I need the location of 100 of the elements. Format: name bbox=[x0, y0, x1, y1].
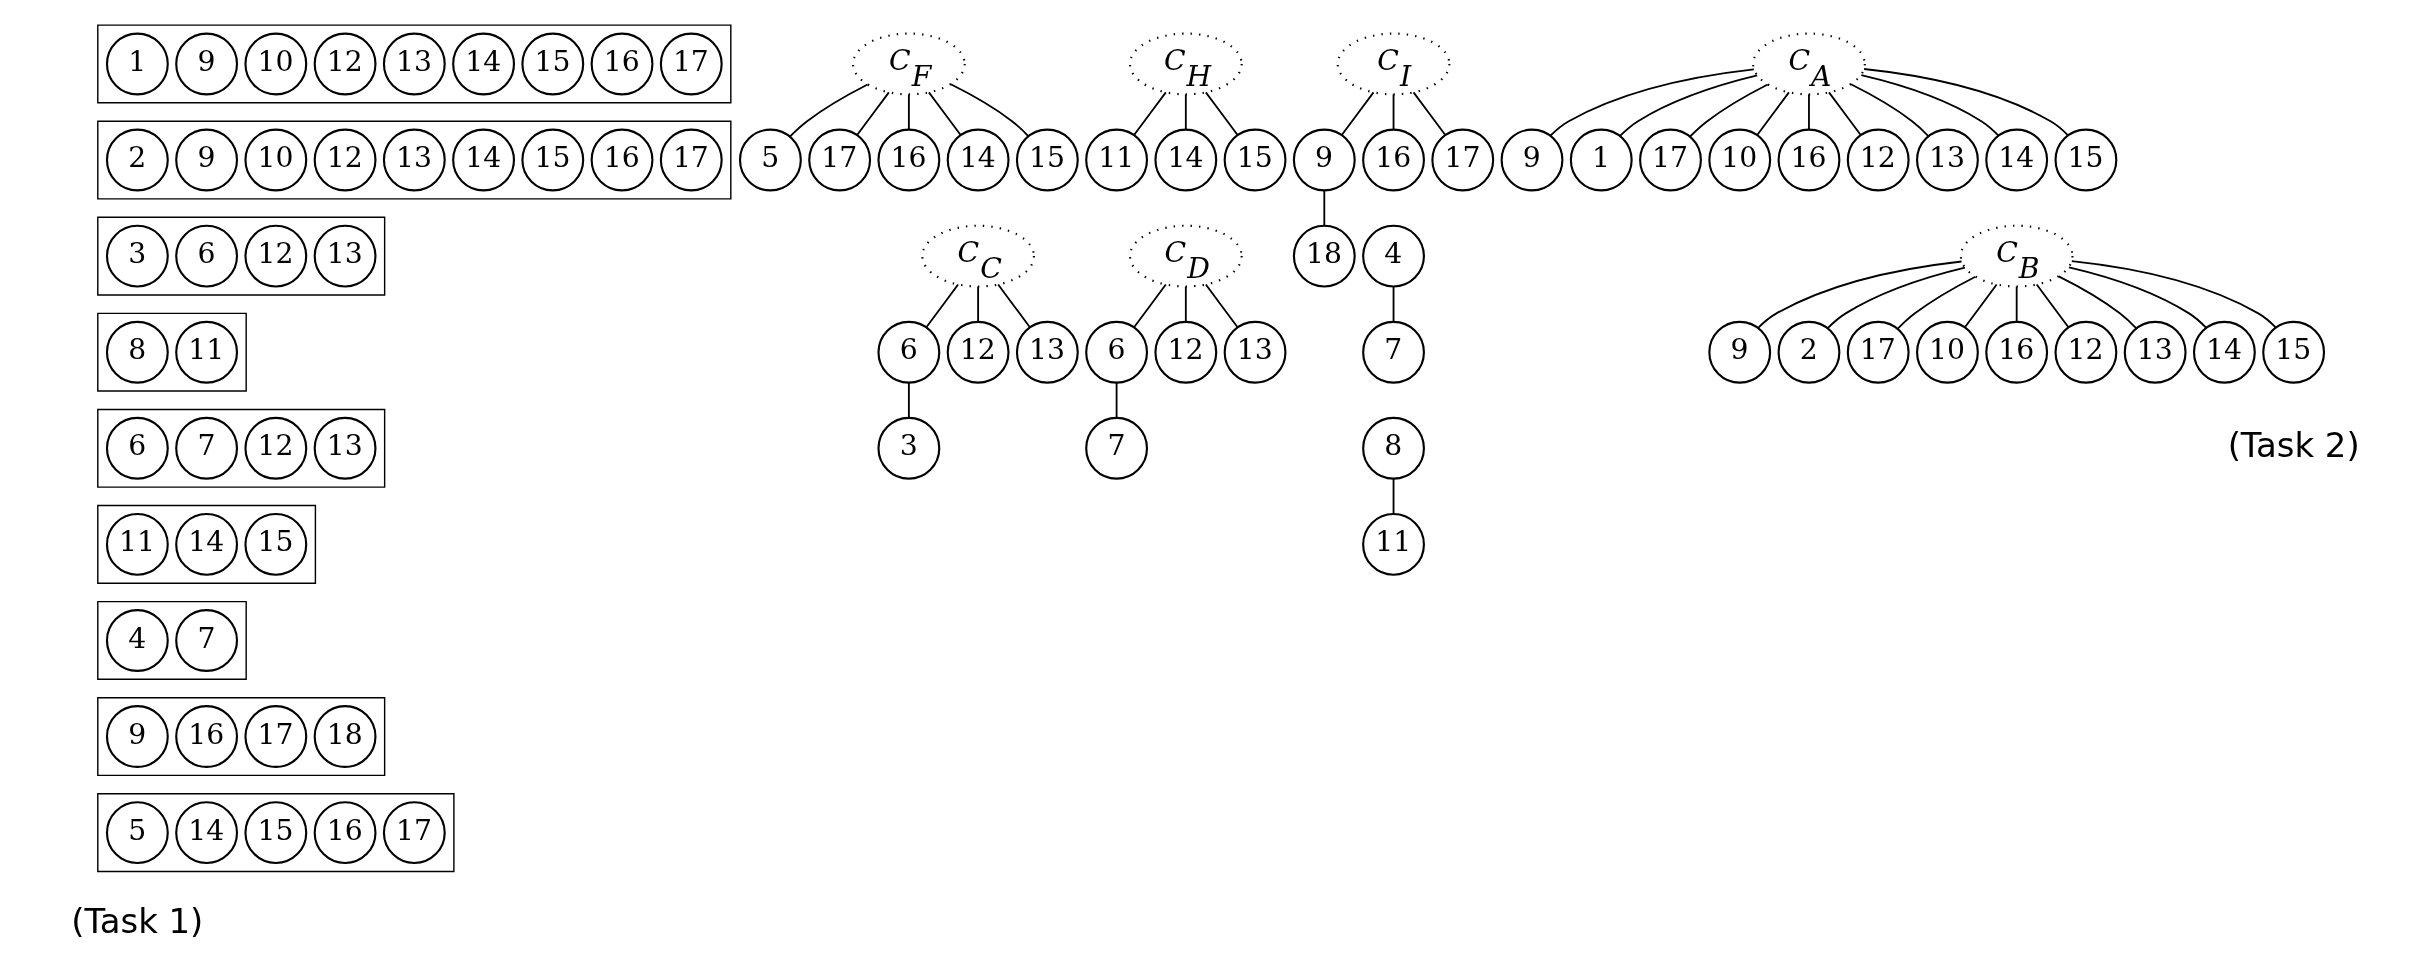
node-circle: 2 bbox=[105, 128, 169, 192]
node-circle: 15 bbox=[244, 512, 308, 576]
cluster bbox=[97, 793, 455, 873]
node-circle: 13 bbox=[313, 416, 377, 480]
node-circle: 17 bbox=[244, 705, 308, 768]
node-circle: 13 bbox=[382, 128, 446, 192]
node-circle: 7 bbox=[175, 416, 239, 480]
node-circle: 11 bbox=[1362, 512, 1425, 576]
node-circle: 10 bbox=[1916, 320, 1979, 384]
connector bbox=[1827, 266, 1966, 329]
connector bbox=[907, 381, 910, 419]
connector bbox=[1323, 189, 1326, 227]
connector bbox=[925, 283, 959, 328]
cluster bbox=[97, 24, 732, 104]
node-circle: 17 bbox=[659, 128, 723, 192]
node-circle: 13 bbox=[313, 224, 377, 288]
node-circle: 17 bbox=[1846, 320, 1910, 384]
node-circle: 16 bbox=[313, 801, 377, 865]
node-circle: 15 bbox=[244, 801, 308, 865]
node-circle: 7 bbox=[1362, 320, 1425, 384]
node-circle: 3 bbox=[877, 416, 941, 480]
connector bbox=[1863, 68, 2069, 137]
node-circle: 14 bbox=[946, 128, 1010, 192]
node-circle: 18 bbox=[313, 705, 377, 768]
node-circle: 4 bbox=[105, 609, 169, 672]
connector bbox=[1828, 91, 1862, 136]
connector bbox=[1204, 283, 1239, 328]
node-circle: 10 bbox=[244, 32, 308, 96]
node-circle: 11 bbox=[1085, 128, 1149, 192]
node-circle: 6 bbox=[1085, 320, 1149, 384]
node-circle: 17 bbox=[1431, 128, 1495, 192]
node-circle: 14 bbox=[1154, 128, 1218, 192]
cluster bbox=[97, 408, 386, 488]
connector bbox=[1133, 91, 1167, 136]
node-circle: 14 bbox=[175, 801, 239, 865]
connector bbox=[2035, 283, 2069, 328]
node-circle: 16 bbox=[1985, 320, 2049, 384]
node-circle: 12 bbox=[244, 224, 308, 288]
node-circle: 9 bbox=[1708, 320, 1772, 384]
connector bbox=[1133, 283, 1167, 328]
node-circle: 12 bbox=[1154, 320, 1218, 384]
node-circle: 12 bbox=[313, 32, 377, 96]
connector bbox=[1756, 91, 1790, 136]
node-circle: 9 bbox=[175, 32, 239, 96]
connector bbox=[928, 91, 962, 136]
cluster bbox=[97, 216, 386, 296]
node-circle: 16 bbox=[590, 128, 654, 192]
connector bbox=[2070, 260, 2277, 329]
node-circle: 12 bbox=[2054, 320, 2118, 384]
connector bbox=[1341, 91, 1375, 136]
node-circle: 9 bbox=[105, 705, 169, 768]
node-circle: 15 bbox=[1015, 128, 1079, 192]
node-circle: 12 bbox=[244, 416, 308, 480]
node-circle: 16 bbox=[1777, 128, 1841, 192]
connector bbox=[1689, 83, 1769, 138]
node-circle: 15 bbox=[2054, 128, 2118, 192]
node-circle: 14 bbox=[452, 128, 515, 192]
node-circle: 17 bbox=[382, 801, 446, 865]
node-circle: 3 bbox=[105, 224, 169, 288]
connector bbox=[1964, 283, 1998, 328]
node-circle: 9 bbox=[175, 128, 239, 192]
node-circle: 2 bbox=[1777, 320, 1841, 384]
node-circle: 4 bbox=[1362, 224, 1425, 288]
node-circle: 13 bbox=[1015, 320, 1079, 384]
node-circle: 16 bbox=[590, 32, 654, 96]
node-circle: 9 bbox=[1500, 128, 1564, 192]
connector bbox=[1184, 285, 1187, 323]
node-circle: 1 bbox=[105, 32, 169, 96]
node-circle: 6 bbox=[175, 224, 239, 288]
node-circle: 11 bbox=[105, 512, 169, 576]
node-circle: 15 bbox=[521, 32, 585, 96]
node-circle: 17 bbox=[808, 128, 872, 192]
cluster bbox=[97, 697, 386, 777]
node-circle: 14 bbox=[175, 512, 239, 576]
node-circle: 1 bbox=[1569, 128, 1633, 192]
connector bbox=[1808, 93, 1810, 131]
connector bbox=[1619, 74, 1759, 137]
node-circle: 6 bbox=[105, 416, 169, 480]
node-circle: 8 bbox=[105, 320, 169, 384]
connector bbox=[1757, 260, 1963, 329]
connector bbox=[789, 83, 869, 138]
node-circle: 16 bbox=[175, 705, 239, 768]
node-circle: 18 bbox=[1292, 224, 1356, 288]
connector bbox=[1850, 83, 1930, 137]
connector bbox=[1392, 285, 1395, 323]
connector bbox=[907, 93, 910, 131]
node-circle: 9 bbox=[1292, 128, 1356, 192]
node-circle: 12 bbox=[946, 320, 1010, 384]
connector bbox=[1860, 74, 2000, 137]
connector bbox=[2068, 266, 2208, 329]
connector bbox=[977, 285, 980, 323]
node-circle: 12 bbox=[1846, 128, 1910, 192]
node-circle: 15 bbox=[521, 128, 585, 192]
node-circle: 12 bbox=[313, 128, 377, 192]
node-circle: 14 bbox=[2192, 320, 2256, 384]
node-circle: 7 bbox=[175, 609, 239, 672]
connector bbox=[997, 283, 1031, 328]
node-circle: 6 bbox=[877, 320, 941, 384]
connector bbox=[1204, 91, 1239, 136]
node-circle: 5 bbox=[105, 801, 169, 865]
